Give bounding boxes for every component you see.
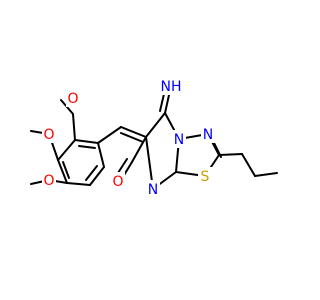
bond: [218, 153, 243, 156]
thiadiazole-n-label: N: [203, 127, 213, 143]
sulfur-label: S: [201, 169, 210, 185]
bond: [164, 94, 170, 114]
bond: [241, 153, 256, 177]
bond: [85, 165, 98, 181]
bond: [78, 145, 96, 149]
bond: [89, 166, 105, 186]
bridgehead-n-label: N: [174, 132, 184, 148]
methoxy-top-o-label: O: [67, 91, 78, 107]
molecule-structure: NH N N S N O O O O: [30, 77, 278, 198]
bond: [74, 139, 99, 144]
bond: [254, 172, 278, 177]
methoxy-mid-o-label: O: [43, 127, 54, 143]
bond: [120, 132, 144, 143]
bond: [97, 142, 105, 168]
bond: [66, 182, 91, 186]
ring-n-label: N: [148, 182, 158, 198]
bond: [145, 112, 166, 138]
bond: [57, 139, 76, 161]
bonds: [30, 93, 278, 190]
bond: [120, 126, 147, 138]
bond: [131, 136, 147, 163]
bond: [72, 113, 76, 141]
methoxy-low-o-label: O: [43, 173, 54, 189]
ketone-o-label: O: [112, 174, 123, 190]
bond: [159, 93, 165, 112]
imine-nh-label: NH: [161, 79, 182, 95]
bond: [62, 161, 70, 179]
bond: [97, 126, 122, 144]
bond: [57, 159, 68, 184]
atom-labels: NH N N S N O O O O: [42, 77, 215, 198]
